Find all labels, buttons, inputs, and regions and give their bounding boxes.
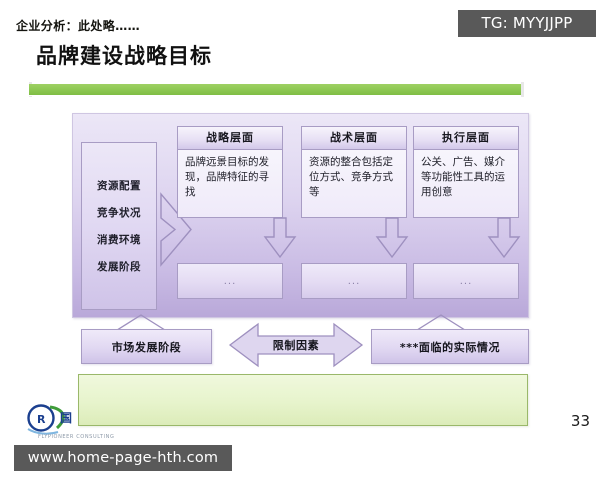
telegram-watermark: TG: MYYJJPP	[458, 10, 596, 37]
arrow-double-horizontal-icon	[228, 320, 364, 370]
analysis-note-box	[78, 374, 528, 426]
layer-result-box: ...	[301, 263, 407, 299]
input-factor-item: 消费环境	[97, 234, 141, 246]
layer-result-box: ...	[413, 263, 519, 299]
svg-text:R: R	[37, 413, 46, 426]
layer-card-body: 品牌远景目标的发现，品牌特征的寻找	[178, 150, 282, 217]
page-number: 33	[570, 412, 590, 430]
title-accent-rule	[29, 84, 524, 95]
svg-text:国: 国	[60, 411, 72, 425]
layer-card-header: 战术层面	[302, 127, 406, 150]
layer-card-tactics: 战术层面 资源的整合包括定位方式、竞争方式等	[301, 126, 407, 218]
arrow-down-icon	[263, 217, 297, 259]
input-factor-item: 竞争状况	[97, 207, 141, 219]
layer-card-execution: 执行层面 公关、广告、媒介等功能性工具的运用创意	[413, 126, 519, 218]
constraint-label: 限制因素	[272, 339, 320, 352]
input-factor-item: 资源配置	[97, 180, 141, 192]
outcome-box-actual-situation: ***面临的实际情况	[371, 329, 529, 364]
layer-result-box: ...	[177, 263, 283, 299]
outcome-box-market-stage: 市场发展阶段	[81, 329, 212, 364]
layer-card-header: 执行层面	[414, 127, 518, 150]
layer-card-body: 公关、广告、媒介等功能性工具的运用创意	[414, 150, 518, 217]
layer-card-strategy: 战略层面 品牌远景目标的发现，品牌特征的寻找	[177, 126, 283, 218]
page-title: 品牌建设战略目标	[36, 44, 212, 68]
input-factor-item: 发展阶段	[97, 261, 141, 273]
arrow-down-icon	[487, 217, 521, 259]
accent-rule-cap-right	[521, 82, 524, 97]
arrow-down-icon	[375, 217, 409, 259]
company-logo: R 国 FLYPIONEER CONSULTING	[24, 398, 136, 442]
website-watermark: www.home-page-hth.com	[14, 445, 232, 471]
diagram-panel: 资源配置 竞争状况 消费环境 发展阶段 战略层面 品牌远景目标的发现，品牌特征的…	[72, 113, 529, 318]
input-factors-box: 资源配置 竞争状况 消费环境 发展阶段	[81, 142, 157, 310]
svg-text:FLYPIONEER CONSULTING: FLYPIONEER CONSULTING	[38, 434, 114, 440]
analysis-note-text: 企业分析：此处略……	[16, 19, 141, 33]
layer-card-header: 战略层面	[178, 127, 282, 150]
chevron-right-icon	[159, 192, 193, 267]
layer-card-body: 资源的整合包括定位方式、竞争方式等	[302, 150, 406, 217]
